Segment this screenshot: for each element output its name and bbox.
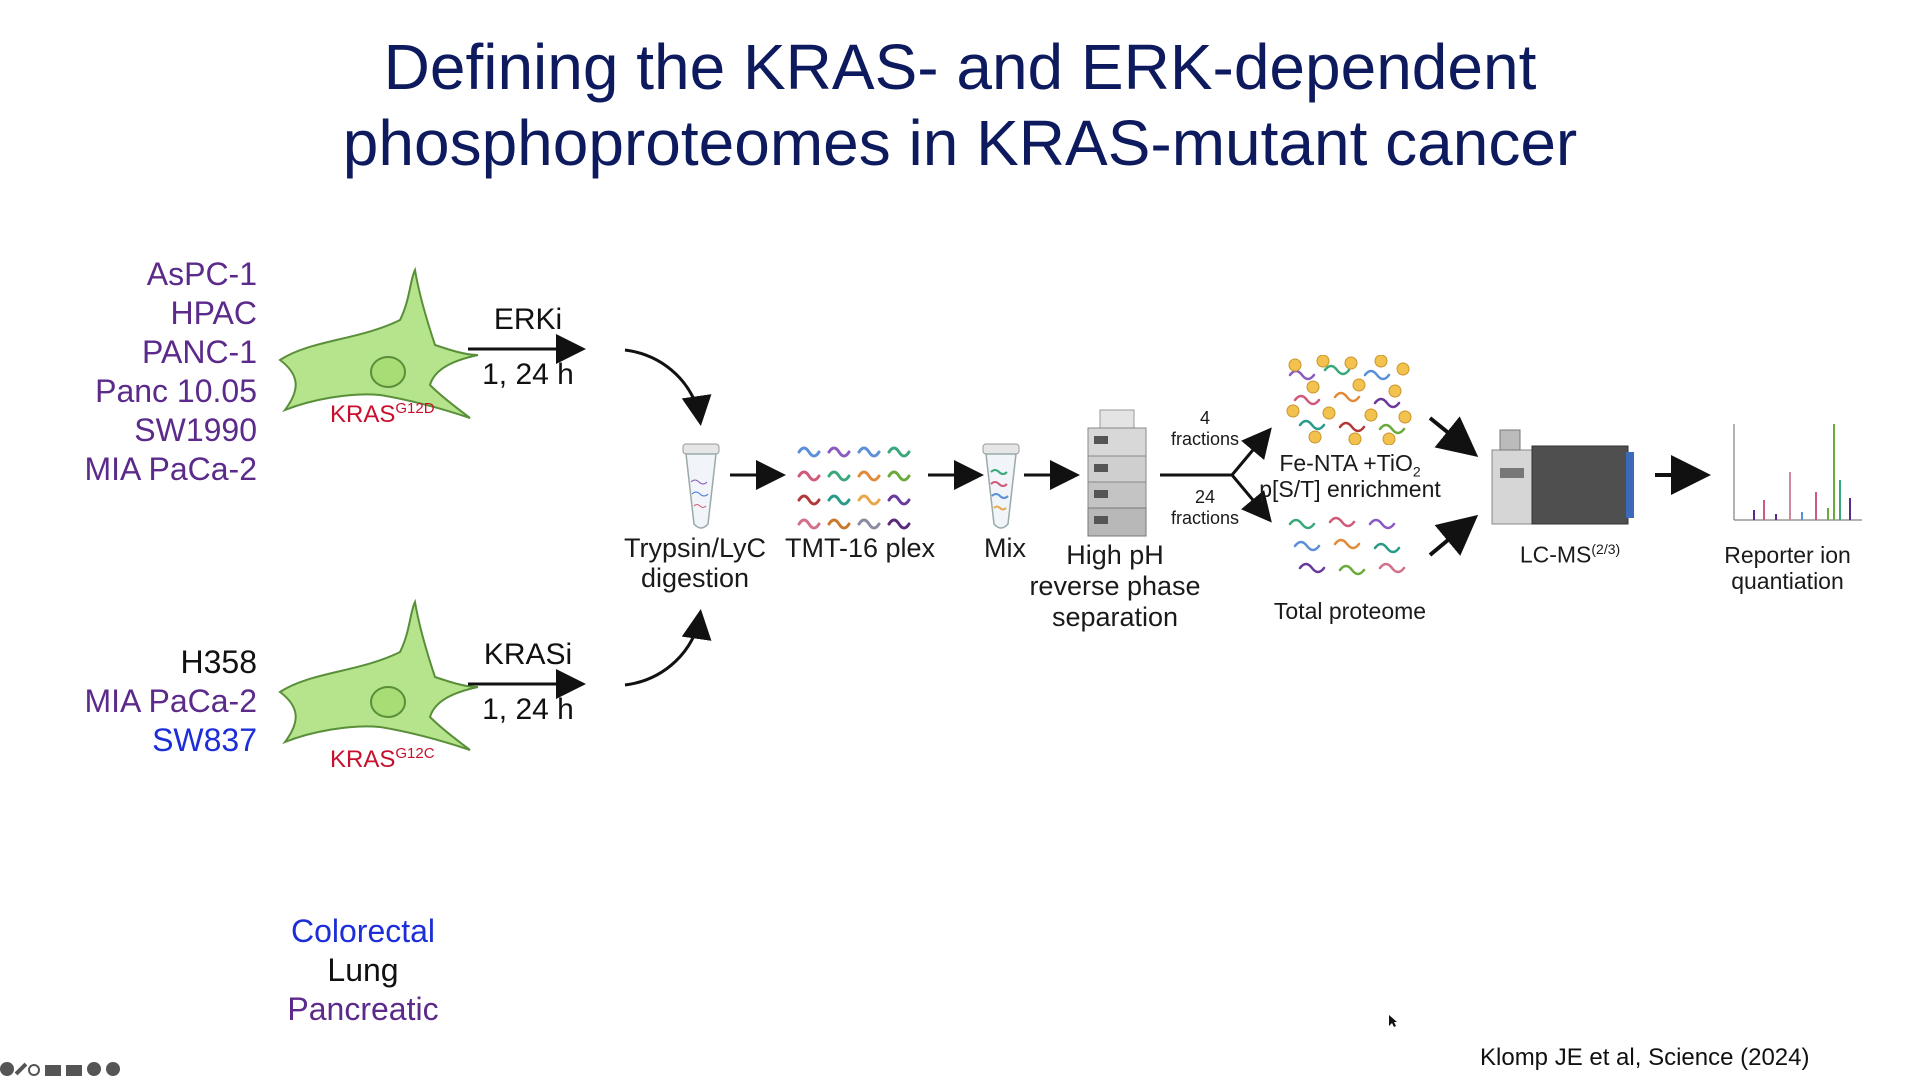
- bottom-cell-line-list: H358 MIA PaCa-2 SW837: [0, 643, 257, 760]
- step-hplc-label-line2: reverse phase: [1029, 571, 1201, 601]
- step-hplc-label-line3: separation: [1051, 602, 1179, 632]
- fractions-4-count: 4: [1199, 408, 1210, 428]
- kras-base: KRAS: [330, 746, 396, 773]
- presentation-toolbar: [0, 1062, 125, 1078]
- zoom-icon[interactable]: [28, 1064, 40, 1076]
- reporter-label-line2: quantiation: [1731, 568, 1844, 594]
- lc-ms-label: LC-MS(2/3): [1490, 534, 1650, 571]
- hplc-instrument-icon: [1087, 409, 1147, 537]
- reporter-label-line1: Reporter ion: [1724, 542, 1851, 568]
- pen-icon[interactable]: [14, 1062, 28, 1076]
- legend-item-colorectal: Colorectal: [290, 913, 436, 949]
- cell-line-label: MIA PaCa-2: [84, 451, 257, 487]
- fractions-24-label: fractions: [1170, 508, 1240, 528]
- more-options-icon[interactable]: [87, 1062, 101, 1076]
- step-digestion-label-line2: digestion: [640, 563, 750, 593]
- slide-title-line1: Defining the KRAS- and ERK-dependent: [383, 31, 1537, 103]
- treatment-drug-top: ERKi: [493, 303, 563, 336]
- camera-icon[interactable]: [66, 1065, 82, 1076]
- cancer-cell-icon-bottom: [278, 598, 479, 751]
- legend-item-pancreatic: Pancreatic: [287, 991, 439, 1027]
- fractions-4-label: fractions: [1170, 429, 1240, 449]
- lc-ms-superscript: (2/3): [1591, 541, 1621, 557]
- step-digestion-label-line1: Trypsin/LyC: [623, 533, 767, 563]
- digestion-tube-icon: [682, 443, 720, 529]
- slide-title-line2: phosphoproteomes in KRAS-mutant cancer: [342, 107, 1578, 179]
- cell-line-label: Panc 10.05: [95, 373, 257, 409]
- cell-line-label: AsPC-1: [146, 256, 257, 292]
- mix-tube-icon: [982, 443, 1020, 529]
- cell-line-label: SW837: [152, 722, 257, 758]
- kras-mutation-label-bottom: KRASG12C: [330, 745, 435, 774]
- fractions-24-count: 24: [1194, 487, 1216, 507]
- lc-ms-text: LC-MS: [1519, 541, 1592, 568]
- cancer-cell-icon-top: [278, 266, 479, 419]
- mouse-cursor-icon: [1389, 1015, 1397, 1027]
- cell-line-label: SW1990: [134, 412, 257, 448]
- cell-line-label: HPAC: [170, 295, 257, 331]
- citation: Klomp JE et al, Science (2024): [1480, 1044, 1810, 1071]
- kras-sup: G12D: [395, 400, 435, 417]
- step-hplc-label-line1: High pH: [1066, 540, 1164, 570]
- top-cell-line-list: AsPC-1 HPAC PANC-1 Panc 10.05 SW1990 MIA…: [0, 255, 257, 489]
- kras-mutation-label-top: KRASG12D: [330, 400, 435, 429]
- step-mix-label: Mix: [984, 533, 1026, 563]
- enrichment-label-line1: Fe-NTA +TiO2: [1250, 448, 1450, 488]
- legend-item-lung: Lung: [327, 952, 399, 988]
- cell-line-label: MIA PaCa-2: [84, 683, 257, 719]
- kras-sup: G12C: [395, 745, 435, 762]
- treatment-drug-bottom: KRASi: [483, 638, 573, 671]
- tmt-peptides-icon: [797, 446, 911, 530]
- cell-line-label: H358: [180, 644, 258, 680]
- step-tmt-label: TMT-16 plex: [784, 533, 936, 563]
- mass-spectrum-icon: [1733, 424, 1862, 521]
- enrichment-label-line2: p[S/T] enrichment: [1259, 476, 1441, 502]
- cancer-type-legend: Colorectal Lung Pancreatic: [253, 912, 473, 1029]
- enrichment-subscript: 2: [1412, 463, 1421, 480]
- kras-base: KRAS: [330, 401, 396, 428]
- enrichment-text: Fe-NTA +TiO: [1279, 450, 1413, 476]
- cell-line-label: PANC-1: [142, 334, 257, 370]
- total-proteome-cloud-icon: [1288, 516, 1406, 576]
- next-slide-icon[interactable]: [106, 1062, 120, 1076]
- total-proteome-label: Total proteome: [1273, 598, 1427, 624]
- lc-ms-instrument-icon: [1491, 429, 1634, 525]
- prev-slide-icon[interactable]: [0, 1062, 14, 1076]
- phosphopeptide-cloud-icon: [1286, 355, 1412, 445]
- subtitles-icon[interactable]: [45, 1065, 61, 1076]
